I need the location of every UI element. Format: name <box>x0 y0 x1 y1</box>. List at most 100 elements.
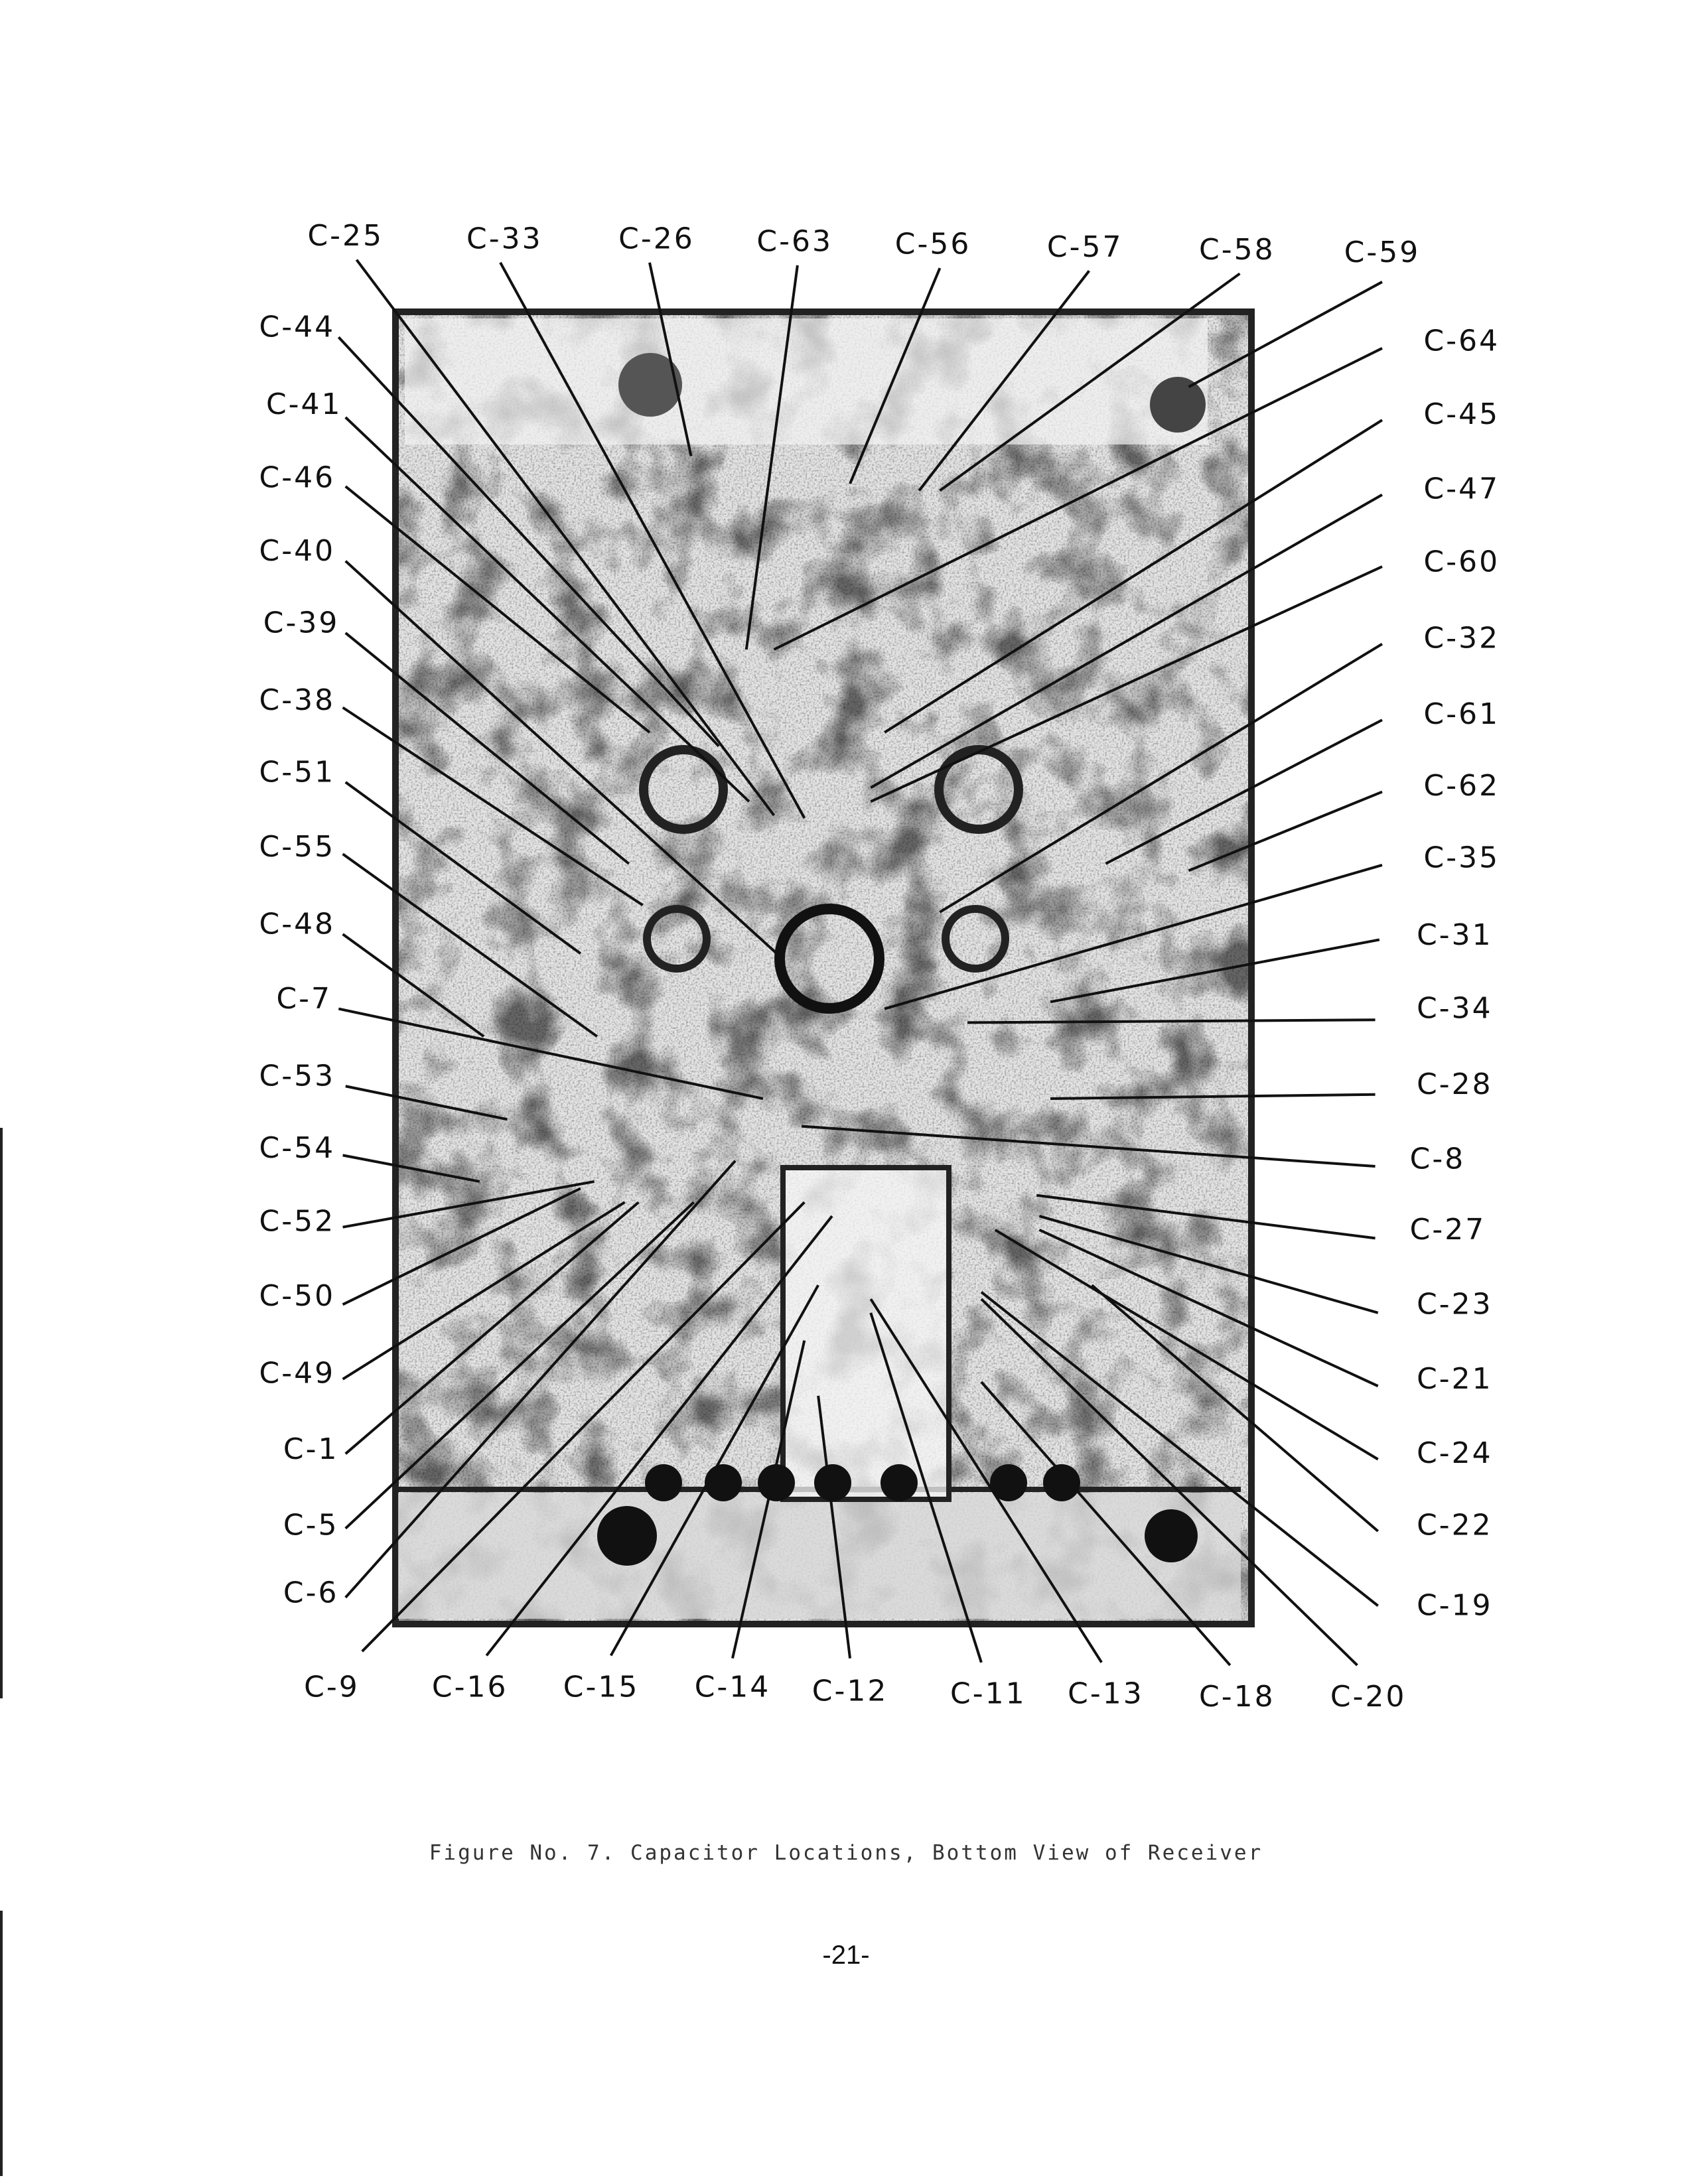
capacitor-label-c-58: C-58 <box>1199 233 1275 267</box>
capacitor-label-c-24: C-24 <box>1417 1436 1493 1470</box>
capacitor-label-c-23: C-23 <box>1417 1287 1493 1321</box>
leader-line-c-11 <box>869 1312 983 1663</box>
leader-line-c-28 <box>1050 1093 1375 1100</box>
leader-line-c-12 <box>817 1395 852 1659</box>
capacitor-label-c-45: C-45 <box>1423 397 1500 431</box>
capacitor-label-c-12: C-12 <box>812 1674 888 1708</box>
leader-line-c-32 <box>939 642 1383 914</box>
leader-line-c-55 <box>342 853 599 1038</box>
capacitor-label-c-44: C-44 <box>259 310 336 344</box>
capacitor-label-c-61: C-61 <box>1423 697 1500 731</box>
leader-line-c-5 <box>344 1201 695 1530</box>
capacitor-label-c-40: C-40 <box>259 534 336 568</box>
capacitor-label-c-14: C-14 <box>695 1670 771 1704</box>
leader-line-c-15 <box>609 1284 819 1657</box>
capacitor-label-c-52: C-52 <box>259 1204 336 1238</box>
capacitor-label-c-64: C-64 <box>1423 324 1500 358</box>
receiver-bottom-photo <box>392 308 1255 1627</box>
capacitor-label-c-6: C-6 <box>283 1576 339 1610</box>
figure-caption: Figure No. 7. Capacitor Locations, Botto… <box>429 1841 1263 1865</box>
leader-line-c-40 <box>344 560 778 955</box>
scan-edge-mark <box>0 1128 3 1698</box>
leader-line-c-62 <box>1188 790 1383 872</box>
capacitor-label-c-18: C-18 <box>1199 1680 1275 1714</box>
capacitor-label-c-19: C-19 <box>1417 1588 1493 1622</box>
capacitor-label-c-8: C-8 <box>1410 1142 1466 1176</box>
capacitor-label-c-31: C-31 <box>1417 918 1493 952</box>
leader-line-c-51 <box>344 781 582 955</box>
leader-line-c-22 <box>1091 1284 1379 1533</box>
leader-line-c-57 <box>918 270 1090 492</box>
leader-line-c-18 <box>980 1381 1232 1667</box>
leader-line-c-39 <box>344 632 630 865</box>
leader-line-c-24 <box>994 1229 1379 1461</box>
capacitor-label-c-60: C-60 <box>1423 545 1500 579</box>
leader-line-c-61 <box>1105 718 1383 865</box>
capacitor-label-c-7: C-7 <box>276 982 332 1016</box>
leader-line-c-6 <box>344 1160 737 1599</box>
leader-line-c-25 <box>355 259 776 817</box>
capacitor-label-c-47: C-47 <box>1423 472 1500 506</box>
leader-line-c-48 <box>342 933 485 1038</box>
capacitor-label-c-26: C-26 <box>618 222 695 255</box>
leader-line-c-47 <box>870 493 1383 789</box>
capacitor-label-c-59: C-59 <box>1344 236 1421 269</box>
leader-line-c-8 <box>802 1125 1375 1168</box>
capacitor-label-c-21: C-21 <box>1417 1362 1493 1396</box>
leader-line-c-45 <box>884 419 1383 734</box>
leader-line-c-14 <box>731 1340 806 1659</box>
leader-line-c-50 <box>342 1187 581 1306</box>
capacitor-label-c-11: C-11 <box>950 1677 1026 1711</box>
leader-line-c-16 <box>485 1215 833 1657</box>
capacitor-label-c-57: C-57 <box>1047 230 1123 264</box>
leader-line-c-26 <box>648 262 693 456</box>
leader-line-c-52 <box>342 1180 595 1229</box>
capacitor-label-c-9: C-9 <box>304 1670 360 1704</box>
leader-line-c-38 <box>342 706 644 907</box>
leader-line-c-27 <box>1036 1194 1375 1240</box>
leader-line-c-59 <box>1188 281 1383 388</box>
capacitor-label-c-41: C-41 <box>266 387 342 421</box>
leader-line-c-49 <box>342 1201 626 1381</box>
capacitor-label-c-49: C-49 <box>259 1356 336 1390</box>
capacitor-label-c-16: C-16 <box>432 1670 508 1704</box>
capacitor-label-c-63: C-63 <box>756 224 833 258</box>
capacitor-label-c-15: C-15 <box>563 1670 640 1704</box>
leader-line-c-13 <box>869 1298 1103 1663</box>
leader-line-c-60 <box>870 565 1383 803</box>
leader-line-c-54 <box>342 1154 480 1183</box>
capacitor-label-c-55: C-55 <box>259 830 336 864</box>
leader-line-c-33 <box>499 261 806 819</box>
capacitor-label-c-35: C-35 <box>1423 841 1500 874</box>
leader-line-c-20 <box>980 1298 1358 1667</box>
capacitor-label-c-53: C-53 <box>259 1059 336 1093</box>
capacitor-label-c-5: C-5 <box>283 1509 339 1542</box>
capacitor-label-c-56: C-56 <box>895 228 971 261</box>
leader-line-c-53 <box>345 1085 508 1121</box>
leader-line-c-46 <box>344 485 651 734</box>
capacitor-label-c-38: C-38 <box>259 683 336 717</box>
scan-edge-mark <box>0 1911 3 2176</box>
capacitor-label-c-22: C-22 <box>1417 1509 1493 1542</box>
leader-line-c-56 <box>849 267 942 484</box>
capacitor-label-c-27: C-27 <box>1410 1213 1486 1247</box>
capacitor-label-c-13: C-13 <box>1068 1677 1144 1711</box>
leader-line-c-35 <box>884 864 1383 1010</box>
leader-line-c-7 <box>338 1007 764 1100</box>
leader-line-c-21 <box>1038 1229 1379 1388</box>
leader-line-c-23 <box>1038 1215 1379 1314</box>
capacitor-label-c-33: C-33 <box>466 222 543 255</box>
capacitor-label-c-62: C-62 <box>1423 769 1500 803</box>
capacitor-label-c-1: C-1 <box>283 1432 339 1466</box>
leader-line-c-19 <box>980 1291 1379 1607</box>
capacitor-label-c-28: C-28 <box>1417 1067 1493 1101</box>
leader-line-c-64 <box>773 347 1383 651</box>
leader-line-c-41 <box>344 416 750 803</box>
capacitor-label-c-46: C-46 <box>259 461 336 495</box>
leader-line-c-34 <box>967 1018 1375 1024</box>
capacitor-label-c-48: C-48 <box>259 907 336 941</box>
leader-line-c-31 <box>1050 938 1380 1004</box>
leader-line-c-44 <box>337 336 720 748</box>
